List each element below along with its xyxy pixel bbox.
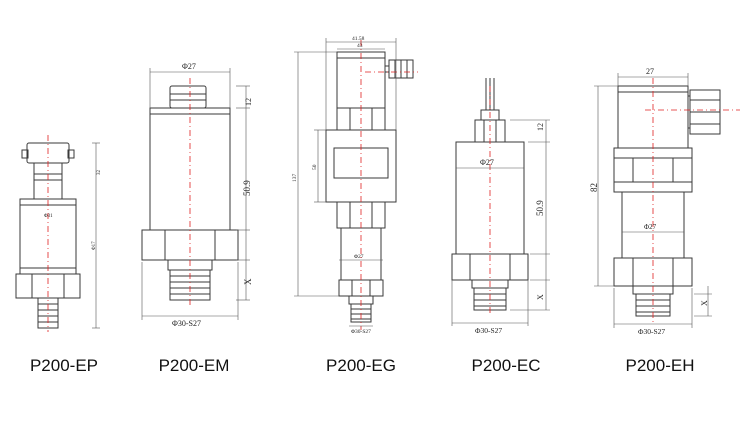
em-dimension-lines: [141, 68, 250, 320]
eh-dimension-lines: [594, 73, 712, 328]
eg-dim-thread: Φ30-S27: [351, 329, 371, 335]
em-dim-diameter: Φ27: [182, 62, 196, 71]
eg-dim-43: 43: [357, 43, 363, 49]
em-dim-12: 12: [244, 98, 253, 106]
eh-dim-82: 82: [589, 183, 599, 192]
eg-dim-41-58: 41.58: [352, 36, 365, 42]
ep-dimension-lines: [92, 142, 100, 329]
ec-dim-thread: Φ30-S27: [475, 326, 502, 335]
ec-dim-50-9: 50.9: [535, 200, 545, 216]
model-label-eg: P200-EG: [326, 356, 396, 375]
ec-dimension-lines: [451, 119, 550, 326]
eh-dim-thread: Φ30-S27: [638, 327, 665, 336]
ep-neck: [33, 162, 63, 200]
eh-dim-27: 27: [646, 67, 654, 76]
ep-dim-3: 32: [97, 170, 102, 176]
eg-dim-137: 137: [292, 174, 298, 183]
ec-dim-12: 12: [536, 123, 545, 131]
em-dim-thread: Φ30-S27: [172, 319, 201, 328]
model-label-eh: P200-EH: [625, 356, 695, 375]
eh-dim-diameter: Φ27: [644, 223, 657, 231]
ep-dim-2: Φ17: [92, 241, 97, 250]
ep-connector-tab-right: [67, 149, 75, 159]
em-connector: [169, 85, 207, 109]
ec-dim-diameter: Φ27: [480, 158, 494, 167]
em-dim-x: X: [243, 278, 253, 285]
em-dim-50-9: 50.9: [242, 180, 252, 196]
model-label-ep: P200-EP: [29, 356, 99, 375]
ep-body: [19, 198, 77, 275]
eg-dim-diameter: Φ27: [354, 254, 364, 260]
model-label-ec: P200-EC: [471, 356, 541, 375]
ec-dim-x: X: [536, 294, 545, 300]
ep-thread: [37, 297, 59, 329]
ep-connector-tab-left: [21, 149, 29, 159]
ep-dim-1: Φ31: [44, 214, 53, 219]
model-label-em: P200-EM: [158, 356, 230, 375]
model-eh-drawing: [613, 85, 721, 317]
eh-dim-x: X: [700, 300, 709, 306]
model-eg-drawing: [325, 51, 414, 323]
eg-dimension-lines: [294, 38, 397, 327]
eg-dim-50: 50: [312, 164, 318, 170]
